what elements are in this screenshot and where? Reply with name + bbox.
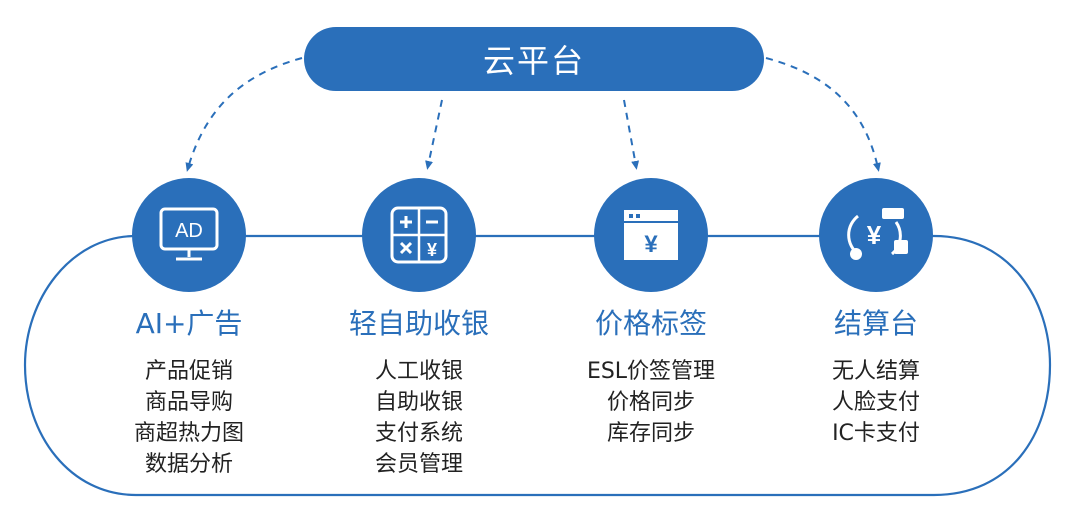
calculator-icon: ¥ [390, 206, 448, 264]
node-title: 结算台 [833, 307, 918, 340]
loop-outline [23, 234, 1052, 497]
node-title: 轻自助收银 [348, 307, 489, 340]
list-item: 价格同步 [606, 390, 695, 415]
list-item: 产品促销 [144, 359, 233, 384]
list-item: 支付系统 [374, 421, 463, 446]
price-icon-text: ¥ [644, 231, 658, 258]
cashier-icon-text: ¥ [427, 240, 437, 260]
list-item: 自助收银 [374, 390, 463, 415]
arrow-to-price [623, 99, 640, 170]
node-items: 产品促销 商品导购 商超热力图 数据分析 [79, 356, 299, 480]
list-item: 会员管理 [374, 452, 463, 477]
node-items: 无人结算 人脸支付 IC卡支付 [766, 356, 986, 449]
list-item: 商超热力图 [133, 421, 244, 446]
list-item: 库存同步 [606, 421, 695, 446]
node-checkout: ¥ 结算台 无人结算 人脸支付 IC卡支付 [766, 178, 986, 449]
list-item: 人脸支付 [831, 390, 920, 415]
cloud-platform-label: 云平台 [482, 42, 585, 80]
node-circle: ¥ [362, 178, 476, 292]
node-title: AI+广告 [135, 307, 243, 340]
ad-icon-text: AD [175, 220, 203, 242]
node-items: ESL价签管理 价格同步 库存同步 [541, 356, 761, 449]
price-window-icon: ¥ [624, 210, 678, 260]
list-item: 商品导购 [144, 390, 233, 415]
node-circle: ¥ [819, 178, 933, 292]
cloud-platform-box: 云平台 [304, 27, 764, 91]
payment-icon-text: ¥ [867, 220, 882, 250]
list-item: ESL价签管理 [586, 359, 716, 384]
node-price-tag: ¥ 价格标签 ESL价签管理 价格同步 库存同步 [541, 178, 761, 449]
node-circle: ¥ [594, 178, 708, 292]
node-items: 人工收银 自助收银 支付系统 会员管理 [309, 356, 529, 480]
arrow-to-ad [185, 57, 303, 172]
list-item: 人工收银 [374, 359, 463, 384]
ad-monitor-icon: AD [159, 207, 219, 261]
node-ai-ad: AD AI+广告 产品促销 商品导购 商超热力图 数据分析 [79, 178, 299, 480]
arrow-to-checkout [765, 57, 881, 172]
arrow-to-cashier [425, 99, 443, 170]
list-item: 数据分析 [144, 452, 233, 477]
node-title: 价格标签 [594, 307, 707, 340]
list-item: IC卡支付 [832, 421, 920, 446]
list-item: 无人结算 [831, 359, 920, 384]
node-self-cashier: ¥ 轻自助收银 人工收银 自助收银 支付系统 会员管理 [309, 178, 529, 480]
node-circle: AD [132, 178, 246, 292]
payment-icon: ¥ [847, 208, 908, 260]
